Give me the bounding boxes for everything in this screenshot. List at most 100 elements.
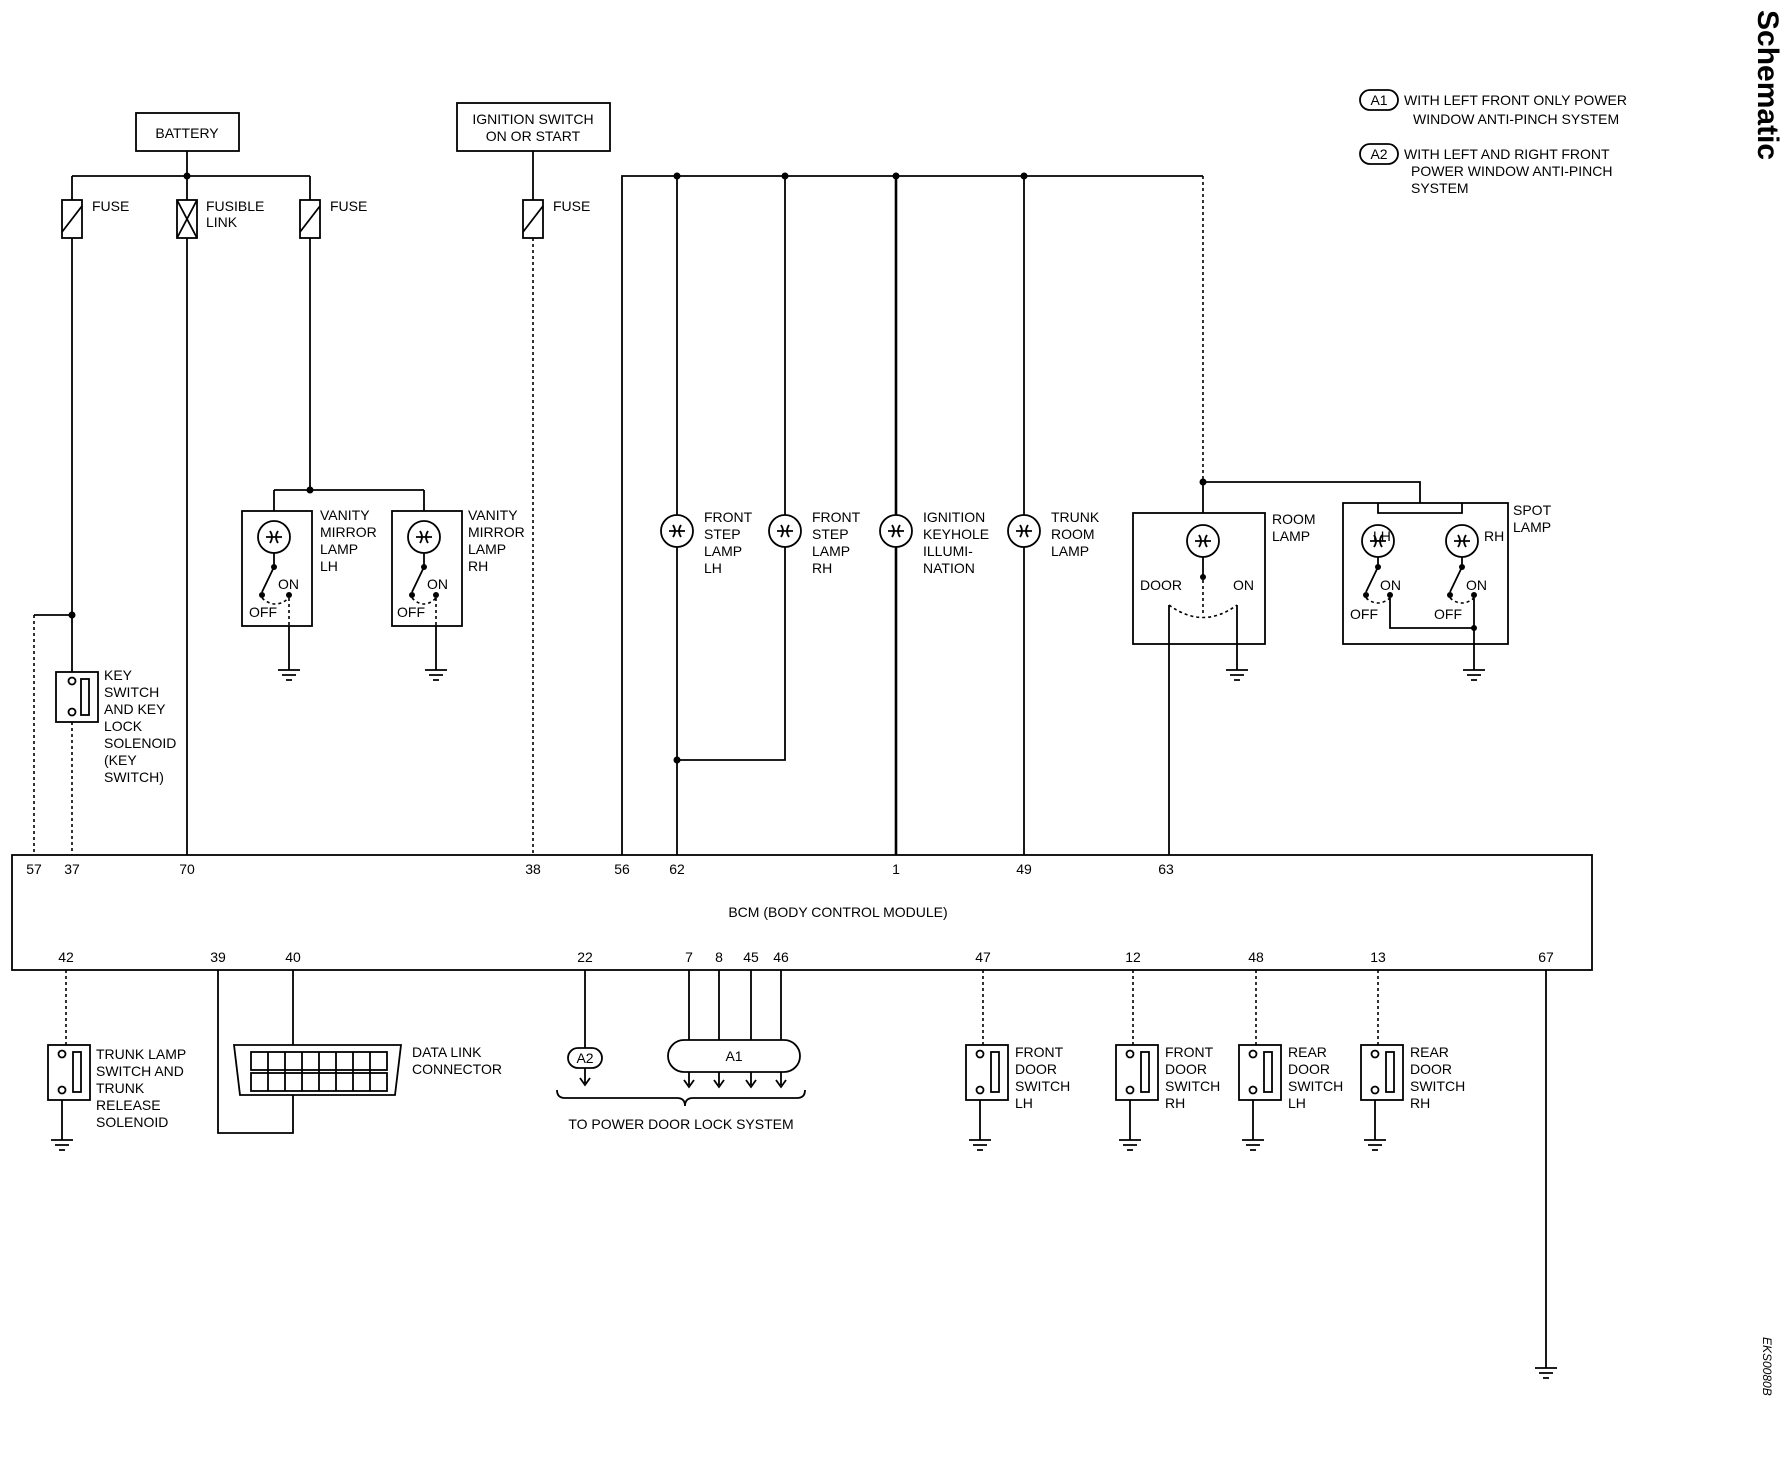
- legend-a2-line-1: WITH LEFT AND RIGHT FRONT: [1404, 146, 1610, 162]
- pin-46: 46: [773, 949, 789, 965]
- spot-lamp-rh: RH: [1484, 528, 1504, 544]
- pin-37: 37: [64, 861, 80, 877]
- front-door-rh-label-4: RH: [1165, 1095, 1185, 1111]
- data-link-connector: DATA LINK CONNECTOR: [232, 1044, 502, 1096]
- room-lamp-label-1: ROOM: [1272, 511, 1316, 527]
- bcm-label: BCM (BODY CONTROL MODULE): [728, 904, 947, 920]
- trunk-room-label-1: TRUNK: [1051, 509, 1100, 525]
- front-door-lh-label-1: FRONT: [1015, 1044, 1064, 1060]
- pin-49: 49: [1016, 861, 1032, 877]
- vanity-rh-off: OFF: [397, 604, 425, 620]
- front-door-rh-label-3: SWITCH: [1165, 1078, 1220, 1094]
- fuse-2: FUSE: [299, 198, 367, 239]
- vanity-lh-off: OFF: [249, 604, 277, 620]
- room-lamp-label-2: LAMP: [1272, 528, 1310, 544]
- spot-lh-off: OFF: [1350, 606, 1378, 622]
- pin-1: 1: [892, 861, 900, 877]
- rear-door-rh-label-3: SWITCH: [1410, 1078, 1465, 1094]
- data-link-label-2: CONNECTOR: [412, 1061, 502, 1077]
- legend-a1-line-1: WITH LEFT FRONT ONLY POWER: [1404, 92, 1627, 108]
- spot-lamp: LH RH ON ON OFF OFF SPOT LAMP: [1342, 502, 1552, 645]
- front-door-switch-lh: FRONT DOOR SWITCH LH: [965, 1044, 1070, 1111]
- key-switch-label-1: KEY: [104, 667, 133, 683]
- ignition-keyhole-illumination: IGNITION KEYHOLE ILLUMI- NATION: [879, 509, 989, 576]
- room-lamp: DOOR ON ROOM LAMP: [1132, 511, 1316, 645]
- pin-7: 7: [685, 949, 693, 965]
- spot-lamp-label-2: LAMP: [1513, 519, 1551, 535]
- pin-47: 47: [975, 949, 991, 965]
- trunk-lamp-label-1: TRUNK LAMP: [96, 1046, 186, 1062]
- ignition-switch-block: IGNITION SWITCH ON OR START: [456, 102, 611, 152]
- front-step-rh-label-3: LAMP: [812, 543, 850, 559]
- rear-door-lh-label-1: REAR: [1288, 1044, 1327, 1060]
- front-door-switch-rh: FRONT DOOR SWITCH RH: [1115, 1044, 1220, 1111]
- ignition-label-1: IGNITION SWITCH: [472, 111, 593, 127]
- front-step-rh-label-2: STEP: [812, 526, 849, 542]
- vanity-mirror-lamp-lh: ON OFF VANITY MIRROR LAMP LH: [241, 507, 377, 627]
- pin-63: 63: [1158, 861, 1174, 877]
- ignition-keyhole-label-2: KEYHOLE: [923, 526, 989, 542]
- front-step-lh-label-2: STEP: [704, 526, 741, 542]
- spot-lh-on: ON: [1380, 577, 1401, 593]
- a1-connector: A1: [667, 1039, 801, 1089]
- front-door-rh-label-1: FRONT: [1165, 1044, 1214, 1060]
- pin-45: 45: [743, 949, 759, 965]
- fusible-label-2: LINK: [206, 214, 238, 230]
- trunk-lamp-label-4: RELEASE: [96, 1097, 161, 1113]
- vanity-rh-on: ON: [427, 576, 448, 592]
- fuse-3-label: FUSE: [553, 198, 590, 214]
- vanity-lh-label-2: MIRROR: [320, 524, 377, 540]
- vanity-rh-label-3: LAMP: [468, 541, 506, 557]
- ignition-keyhole-label-3: ILLUMI-: [923, 543, 973, 559]
- pin-38: 38: [525, 861, 541, 877]
- spot-lamp-lh: LH: [1373, 528, 1391, 544]
- vanity-rh-label-4: RH: [468, 558, 488, 574]
- pin-67: 67: [1538, 949, 1554, 965]
- pin-12: 12: [1125, 949, 1141, 965]
- key-switch-label-4: LOCK: [104, 718, 143, 734]
- front-step-lamp-lh: FRONT STEP LAMP LH: [660, 509, 753, 576]
- page-title: Schematic: [1751, 10, 1784, 161]
- fuse-1: FUSE: [61, 198, 129, 239]
- pin-62: 62: [669, 861, 685, 877]
- pin-8: 8: [715, 949, 723, 965]
- a2-connector: A2: [567, 1047, 603, 1087]
- pin-57: 57: [26, 861, 42, 877]
- pin-48: 48: [1248, 949, 1264, 965]
- data-link-label-1: DATA LINK: [412, 1044, 482, 1060]
- fusible-label-1: FUSIBLE: [206, 198, 264, 214]
- trunk-lamp-label-3: TRUNK: [96, 1080, 145, 1096]
- pin-70: 70: [179, 861, 195, 877]
- front-step-lamp-rh: FRONT STEP LAMP RH: [768, 509, 861, 576]
- key-switch: KEY SWITCH AND KEY LOCK SOLENOID (KEY SW…: [55, 667, 176, 785]
- bcm-module: 57 37 70 38 56 62 1 49 63 BCM (BODY CONT…: [11, 854, 1593, 971]
- room-lamp-door: DOOR: [1140, 577, 1182, 593]
- ignition-label-2: ON OR START: [486, 128, 581, 144]
- trunk-lamp-label-2: SWITCH AND: [96, 1063, 184, 1079]
- legend-a2-line-3: SYSTEM: [1411, 180, 1469, 196]
- rear-door-rh-label-1: REAR: [1410, 1044, 1449, 1060]
- pin-56: 56: [614, 861, 630, 877]
- a2-tag: A2: [576, 1050, 593, 1066]
- front-door-rh-label-2: DOOR: [1165, 1061, 1207, 1077]
- spot-lamp-label-1: SPOT: [1513, 502, 1552, 518]
- vanity-mirror-lamp-rh: ON OFF VANITY MIRROR LAMP RH: [391, 507, 525, 627]
- rear-door-rh-label-2: DOOR: [1410, 1061, 1452, 1077]
- spot-rh-off: OFF: [1434, 606, 1462, 622]
- rear-door-switch-lh: REAR DOOR SWITCH LH: [1238, 1044, 1343, 1111]
- legend: A1 WITH LEFT FRONT ONLY POWER WINDOW ANT…: [1359, 89, 1627, 196]
- front-step-lh-label-1: FRONT: [704, 509, 753, 525]
- ignition-keyhole-label-1: IGNITION: [923, 509, 985, 525]
- front-door-lh-label-2: DOOR: [1015, 1061, 1057, 1077]
- trunk-lamp-switch: TRUNK LAMP SWITCH AND TRUNK RELEASE SOLE…: [47, 1044, 186, 1130]
- key-switch-label-5: SOLENOID: [104, 735, 176, 751]
- key-switch-label-3: AND KEY: [104, 701, 166, 717]
- key-switch-label-7: SWITCH): [104, 769, 164, 785]
- front-step-rh-label-1: FRONT: [812, 509, 861, 525]
- pin-13: 13: [1370, 949, 1386, 965]
- vanity-lh-on: ON: [278, 576, 299, 592]
- fuse-3: FUSE: [522, 198, 590, 239]
- battery-block: BATTERY: [135, 112, 240, 152]
- fuse-1-label: FUSE: [92, 198, 129, 214]
